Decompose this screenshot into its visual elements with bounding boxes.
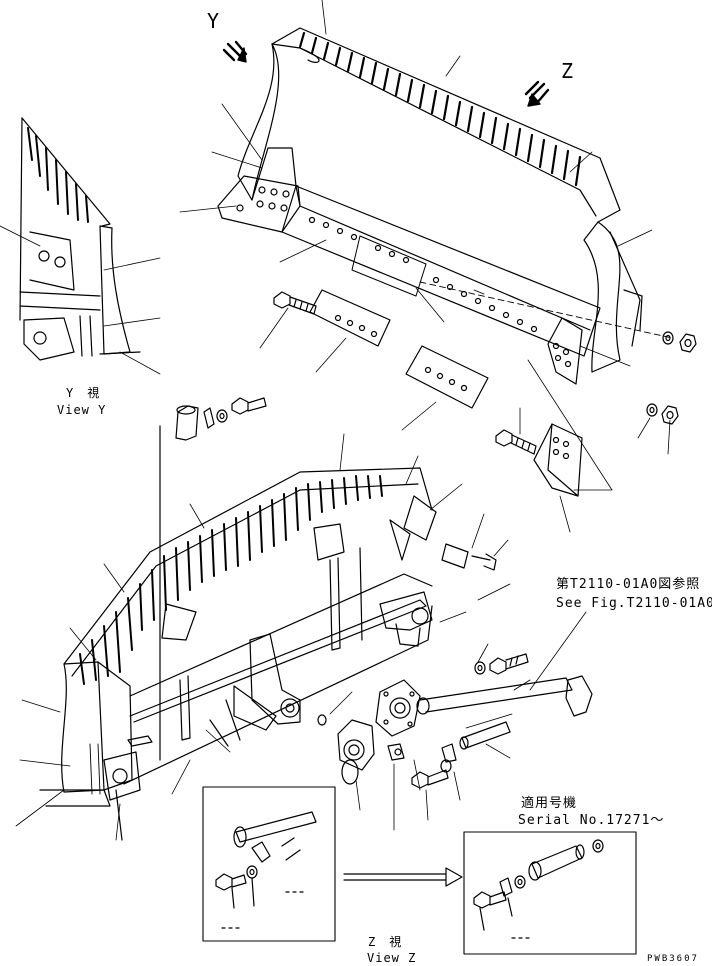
see-figure-reference-jp: 第T2110-01A0図参照 — [556, 577, 701, 592]
view-z-marker: Z — [561, 59, 574, 83]
view-z-caption-jp: Z 視 — [368, 935, 403, 949]
washers-and-nuts — [646, 331, 697, 425]
serial-box — [463, 831, 637, 955]
view-y-drawing — [19, 117, 141, 361]
upper-loose-parts — [273, 289, 613, 497]
view-y-caption-jp: Y 視 — [66, 386, 101, 400]
main-loose-parts-left — [159, 397, 267, 761]
view-y-marker: Y — [207, 9, 220, 33]
sheet-code: PWB3607 — [647, 954, 699, 964]
view-arrows — [222, 40, 550, 107]
transfer-arrow — [343, 867, 463, 887]
upper-blade-frame — [217, 27, 673, 385]
pin-bearing-assembly — [317, 653, 593, 789]
main-blade — [39, 467, 497, 841]
view-z-caption-en: View Z — [367, 951, 417, 965]
view-y-caption-en: View Y — [57, 403, 107, 417]
see-figure-reference-en: See Fig.T2110-01A0 — [556, 596, 712, 611]
view-z-box — [202, 786, 336, 942]
serial-label-jp: 適用号機 — [521, 796, 578, 811]
leader-lines — [0, 0, 671, 841]
serial-label-en: Serial No.17271〜 — [518, 813, 665, 828]
